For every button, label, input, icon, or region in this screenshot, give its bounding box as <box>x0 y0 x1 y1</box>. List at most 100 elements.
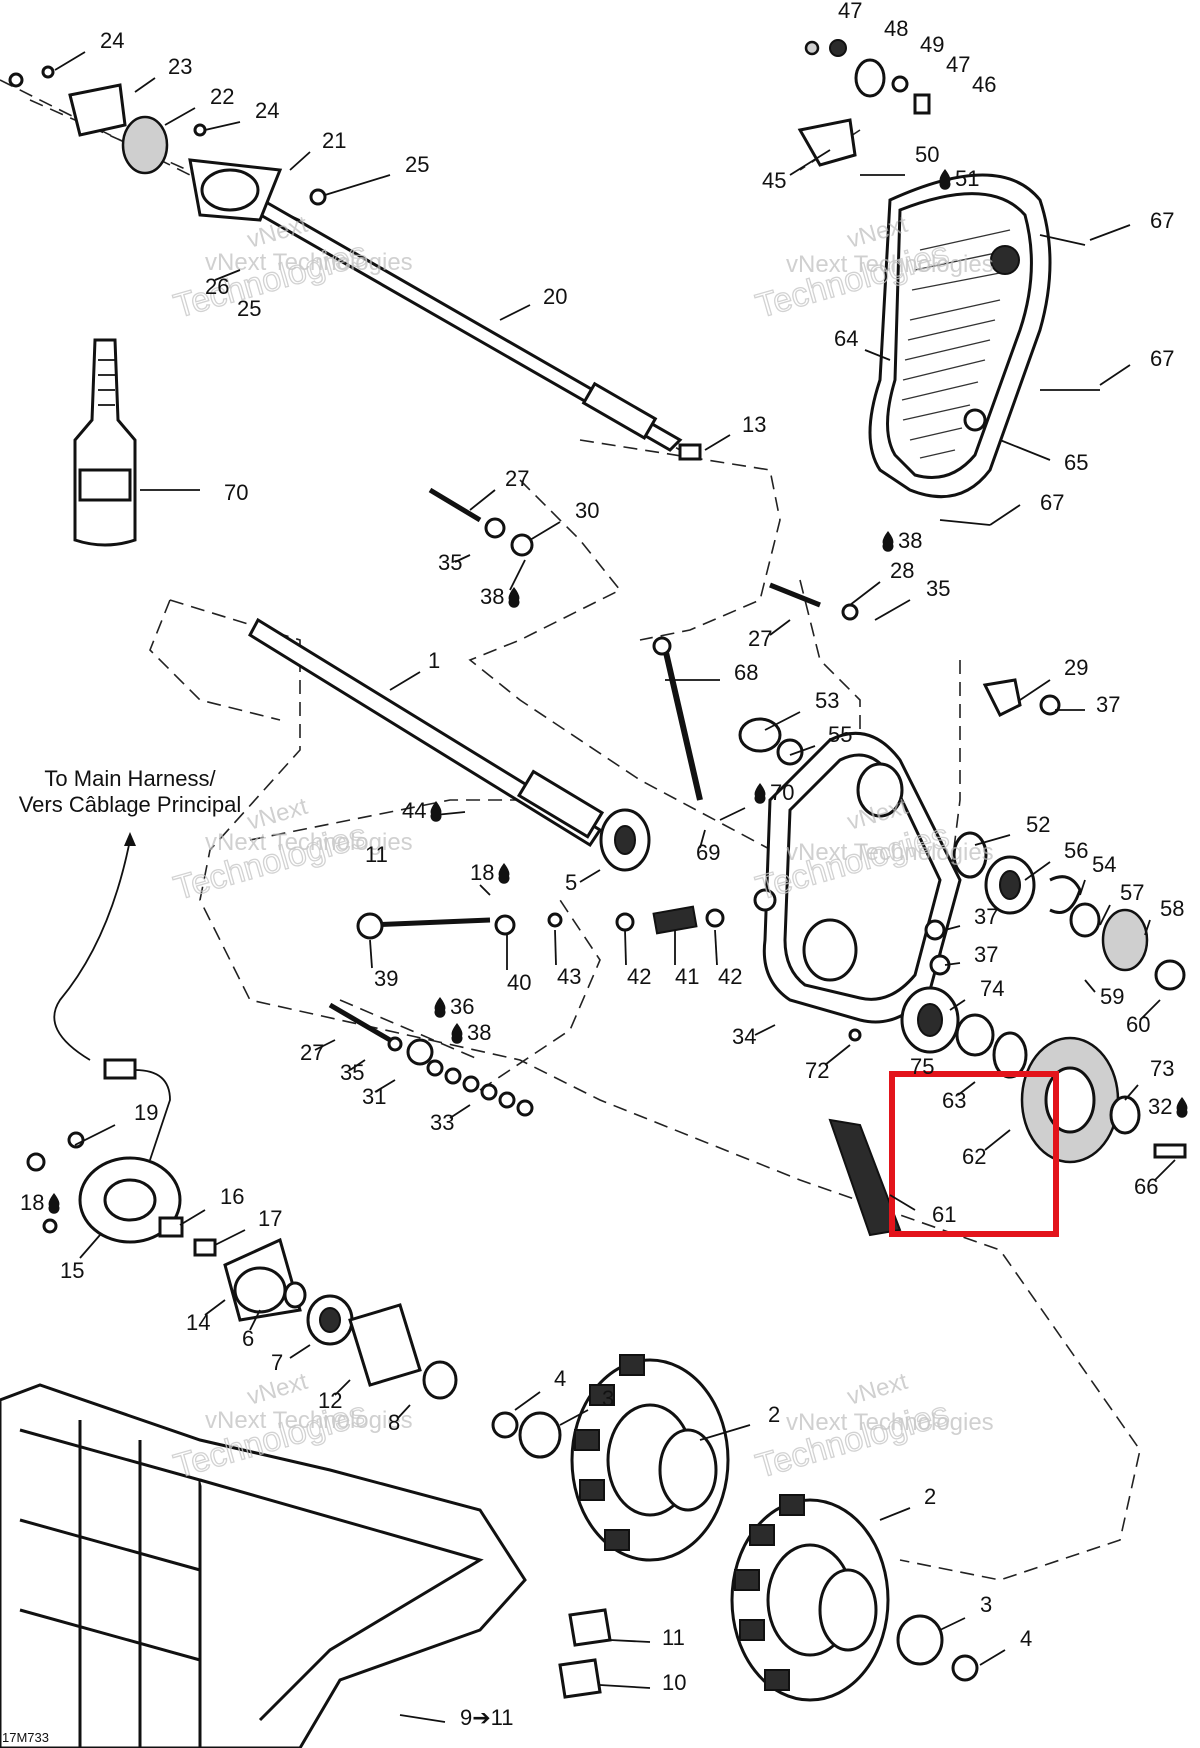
callout-leader-line <box>999 439 1051 461</box>
watermark-bottom-left-2: vNext Technologies <box>205 1407 413 1434</box>
callout-label: 37 <box>974 942 998 967</box>
callout-leader-line <box>1099 364 1131 386</box>
oil-drop-icon <box>1176 1097 1188 1118</box>
callout-label: 26 <box>205 274 229 299</box>
callout-leader-line <box>54 51 86 71</box>
callout-leader-line <box>714 929 718 966</box>
callout-leader-line <box>699 1424 751 1441</box>
callout-leader-line <box>454 554 471 563</box>
oil-drop-icon <box>48 1193 60 1214</box>
callout-label: 38 <box>898 528 922 553</box>
callout-label: 34 <box>732 1024 756 1049</box>
callout-leader-line <box>624 929 627 966</box>
callout-label: 52 <box>1026 812 1050 837</box>
callout-label: 75 <box>910 1054 934 1079</box>
callout-label: 4 <box>1020 1626 1032 1651</box>
callout-leader-line <box>314 1039 336 1051</box>
callout-label: 19 <box>134 1100 158 1125</box>
upper-shaft <box>8 65 702 461</box>
callout-label: 55 <box>828 722 852 747</box>
callout-label: 38 <box>467 1020 491 1045</box>
oil-drop-icon <box>939 169 951 190</box>
callout-label: 4 <box>554 1366 566 1391</box>
callout-label: 47 <box>838 0 862 23</box>
callout-label: 35 <box>926 576 950 601</box>
callout-label: 73 <box>1150 1056 1174 1081</box>
drive-shaft <box>248 617 651 872</box>
callout-leader-line <box>214 269 241 281</box>
callout-leader-line <box>509 559 526 591</box>
callout-label: 42 <box>627 964 651 989</box>
callout-label: 36 <box>450 994 474 1019</box>
parts-drawing <box>0 39 1187 1748</box>
callout-label: 27 <box>300 1040 324 1065</box>
callout-label: 27 <box>748 626 772 651</box>
callout-leader-line <box>554 929 557 966</box>
callout-leader-line <box>699 829 706 849</box>
callout-label: 56 <box>1064 838 1088 863</box>
figure-code: 17M733 <box>2 1730 49 1745</box>
callout-label: 37 <box>1096 692 1120 717</box>
callout-leader-line <box>249 1309 261 1331</box>
callout-label: 53 <box>815 688 839 713</box>
callout-leader-line <box>479 884 491 896</box>
callout-leader-line <box>789 149 831 176</box>
callout-label: 9➔11 <box>460 1705 514 1730</box>
callout-label: 29 <box>1064 655 1088 680</box>
callout-label: 25 <box>237 296 261 321</box>
callout-label: 31 <box>362 1084 386 1109</box>
oil-drop-icon <box>754 783 766 804</box>
callout-label: 49 <box>920 32 944 57</box>
callout-leader-line <box>289 151 311 171</box>
callout-leader-line <box>949 999 966 1011</box>
callout-leader-line <box>974 834 1011 846</box>
harness-arrow-icon <box>124 832 136 846</box>
callout-label: 3 <box>980 1592 992 1617</box>
callout-label: 46 <box>972 72 996 97</box>
callout-leader-line <box>1154 1159 1176 1181</box>
callout-leader-line <box>399 1714 446 1723</box>
callout-leader-line <box>1139 999 1161 1021</box>
oil-drop-icon <box>451 1023 463 1044</box>
watermark-mid-left-2: vNext Technologies <box>205 829 413 856</box>
bearings-and-gears <box>738 678 1187 1237</box>
callout-label: 54 <box>1092 852 1116 877</box>
callout-label: 42 <box>718 964 742 989</box>
callout-leader-line <box>374 1079 396 1093</box>
callout-leader-line <box>939 1617 966 1631</box>
callout-leader-line <box>719 807 746 821</box>
callout-leader-line <box>1099 904 1111 926</box>
callout-label: 51 <box>955 166 979 191</box>
callout-label: 48 <box>884 16 908 41</box>
callout-label: 35 <box>340 1060 364 1085</box>
callout-leader-line <box>1024 861 1051 881</box>
callout-leader-line <box>469 489 496 511</box>
callout-label: 25 <box>405 152 429 177</box>
callout-label: 45 <box>762 168 786 193</box>
callout-label: 32 <box>1148 1094 1172 1119</box>
oil-bottle <box>73 338 200 547</box>
callout-leader-line <box>559 1409 589 1426</box>
callout-leader-line <box>389 671 421 691</box>
callout-label: 58 <box>1160 896 1184 921</box>
oil-drop-icon <box>882 531 894 552</box>
oil-drop-icon <box>434 997 446 1018</box>
callout-leader-line <box>1019 679 1051 701</box>
callout-leader-line <box>514 1391 541 1411</box>
callout-leader-line <box>944 962 961 966</box>
watermark-top-left-2: vNext Technologies <box>205 249 413 276</box>
callout-label: 60 <box>1126 1012 1150 1037</box>
callout-label: 37 <box>974 904 998 929</box>
callout-label: 16 <box>220 1184 244 1209</box>
callout-label: 7 <box>271 1350 283 1375</box>
callout-leader-line <box>334 1379 351 1396</box>
callout-leader-line <box>349 1059 366 1071</box>
callout-leader-line <box>134 77 156 93</box>
callout-label: 15 <box>60 1258 84 1283</box>
callout-leader-line <box>754 1024 776 1036</box>
callout-leader-line <box>864 349 891 361</box>
callout-label: 11 <box>662 1625 685 1650</box>
callout-leader-line <box>79 1234 101 1259</box>
callout-leader-line <box>324 174 391 196</box>
